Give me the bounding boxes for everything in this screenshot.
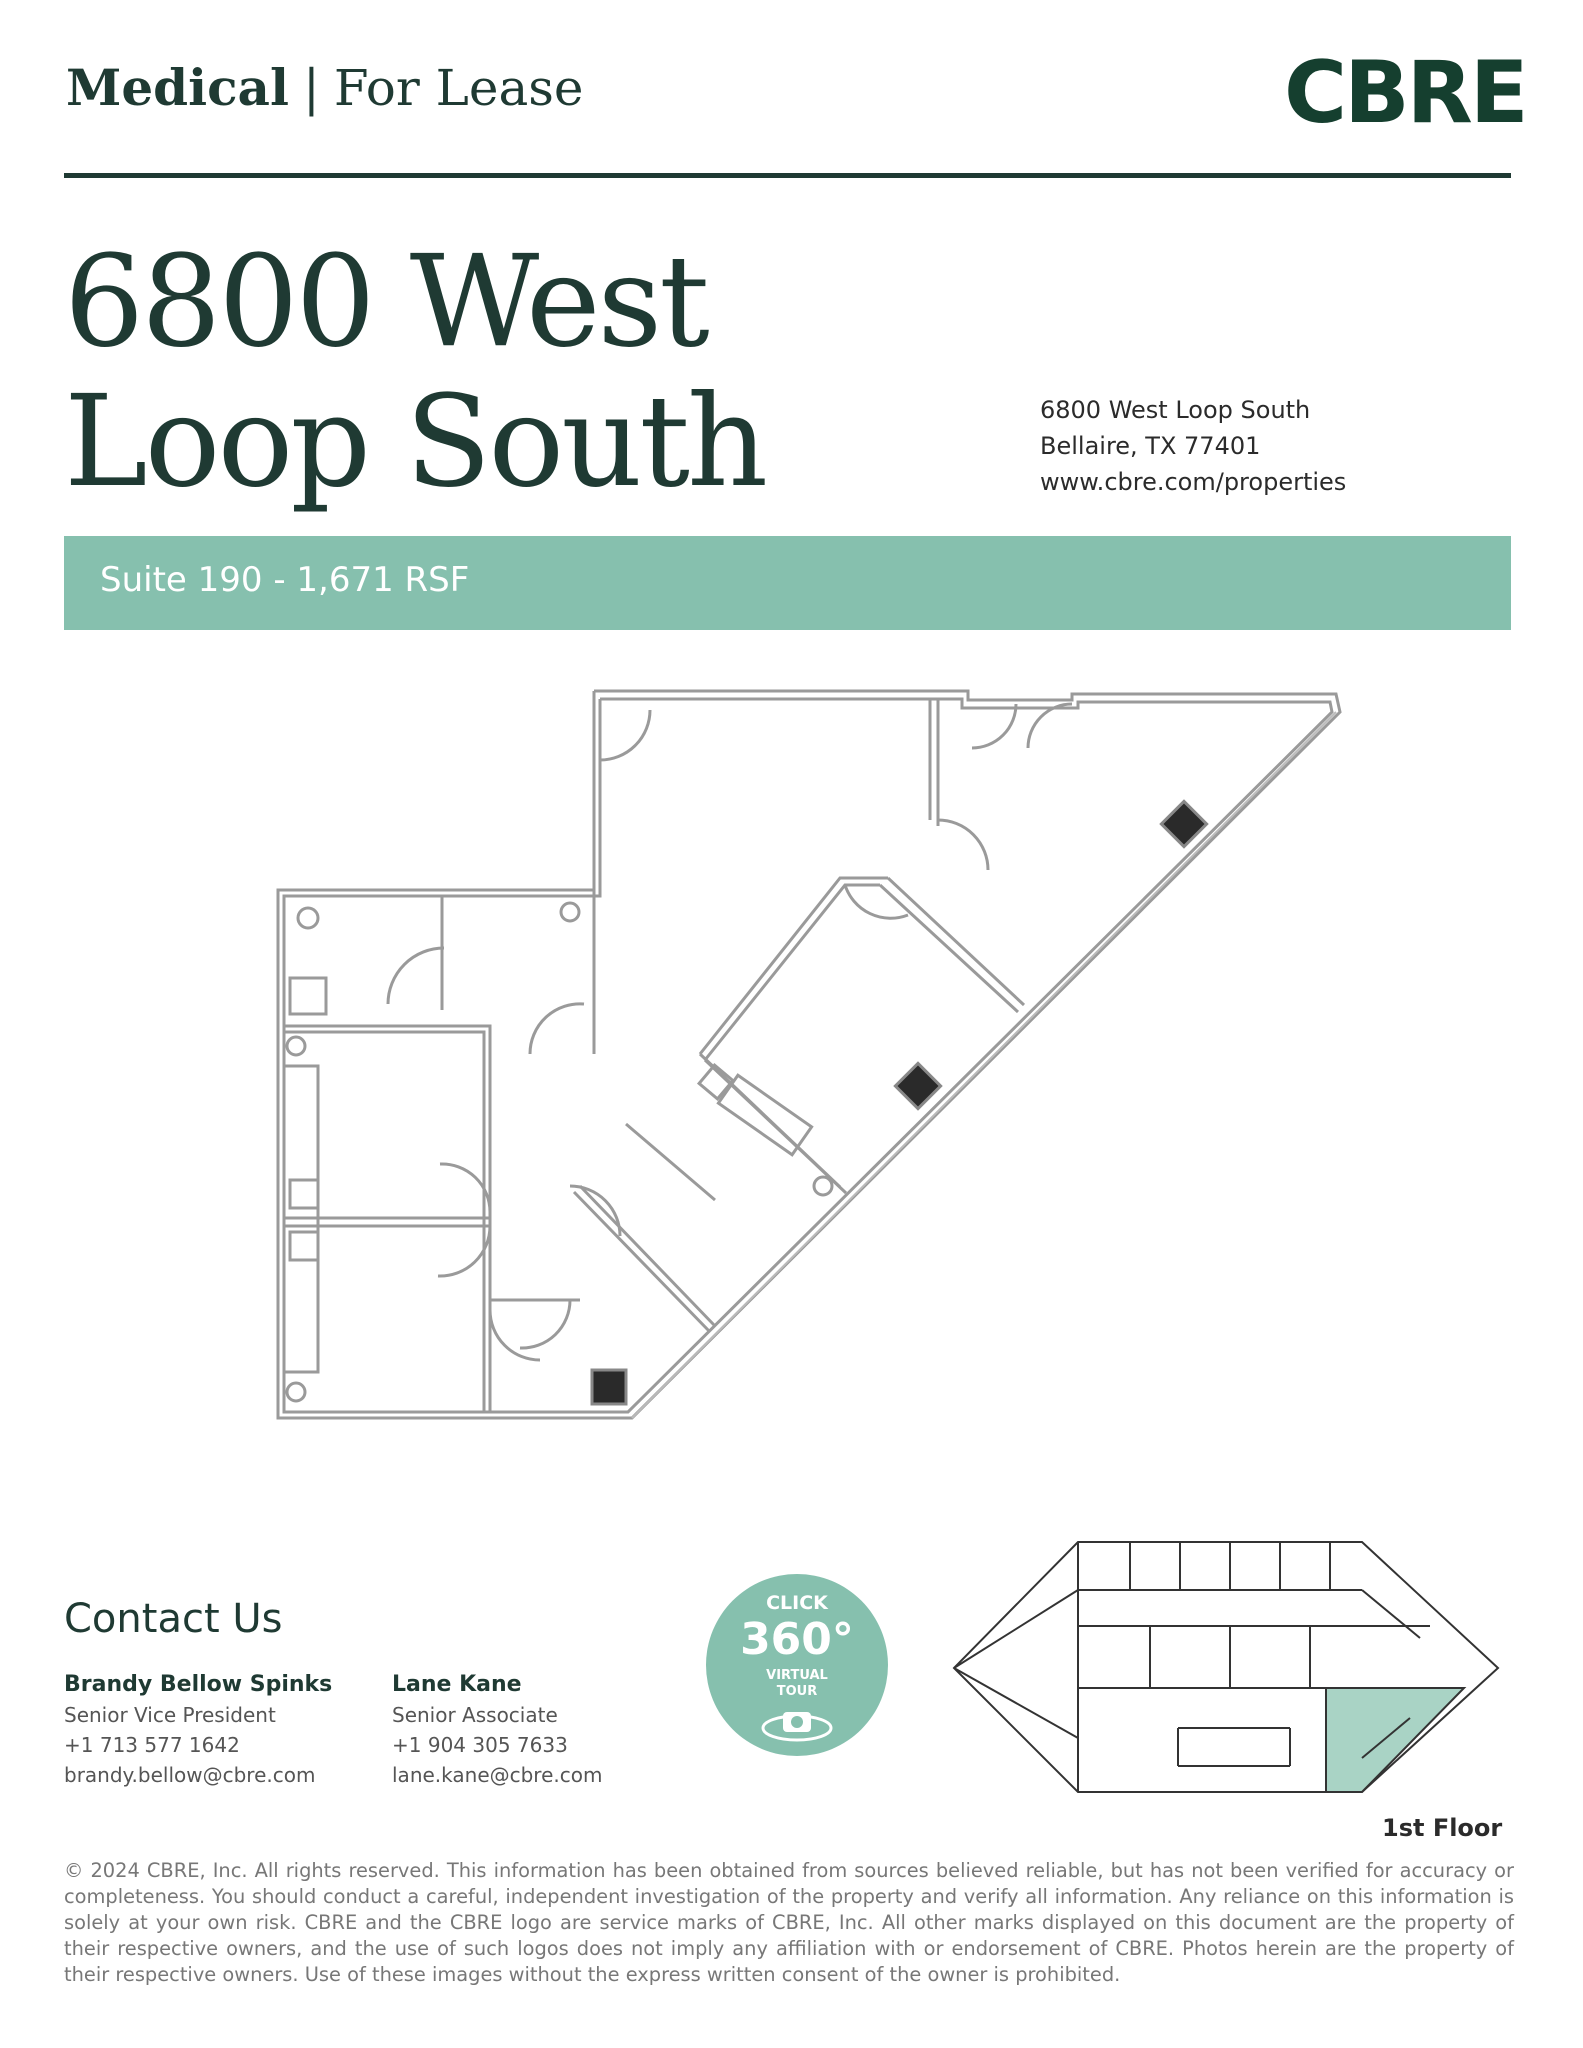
- sink-fixture: [285, 1381, 307, 1403]
- contact-phone[interactable]: +1 904 305 7633: [392, 1733, 568, 1757]
- contact-email[interactable]: brandy.bellow@cbre.com: [64, 1763, 316, 1787]
- casework: [716, 1073, 814, 1157]
- category-label: Medical: [66, 58, 289, 117]
- suite-label: Suite 190 - 1,671 RSF: [100, 560, 470, 600]
- contact-card: Lane Kane Senior Associate +1 904 305 76…: [392, 1670, 602, 1790]
- plan-wall: [572, 1190, 712, 1334]
- plan-wall: [284, 1030, 486, 1412]
- contact-heading: Contact Us: [64, 1596, 283, 1642]
- cbre-logo: CBRE: [1284, 43, 1529, 143]
- plan-wall: [886, 876, 1026, 1007]
- tour-click-label: CLICK: [766, 1592, 828, 1614]
- structural-column: [590, 1368, 628, 1406]
- website-link[interactable]: www.cbre.com/properties: [1040, 468, 1347, 496]
- door-arc: [437, 1225, 492, 1278]
- door-arc: [971, 703, 1018, 750]
- key-plan-floor-label: 1st Floor: [1382, 1814, 1503, 1842]
- plan-wall: [284, 1024, 492, 1412]
- key-plan-highlight: [1325, 1687, 1467, 1793]
- door-arc: [1026, 702, 1073, 749]
- door-arc: [519, 1299, 572, 1350]
- property-address: 6800 West Loop South Bellaire, TX 77401 …: [1040, 392, 1346, 500]
- sink-fixture: [288, 1178, 320, 1210]
- contact-title: Senior Vice President: [64, 1703, 276, 1727]
- virtual-tour-button[interactable]: CLICK 360° VIRTUAL TOUR: [706, 1574, 888, 1756]
- header-separator: |: [302, 59, 320, 117]
- plan-wall: [703, 883, 880, 1061]
- suite-banner: [64, 536, 1511, 630]
- contact-card: Brandy Bellow Spinks Senior Vice Preside…: [64, 1670, 332, 1790]
- plan-wall: [698, 876, 888, 1055]
- listing-type-label: For Lease: [333, 59, 584, 117]
- door-arc: [386, 946, 445, 1005]
- property-title: 6800 West Loop South: [64, 228, 768, 515]
- door-arc: [843, 884, 909, 920]
- property-title-line2: Loop South: [64, 368, 768, 515]
- door-arc: [488, 1309, 541, 1362]
- sink-fixture: [285, 1035, 307, 1057]
- sink-fixture: [288, 1230, 320, 1262]
- contact-name: Lane Kane: [392, 1672, 522, 1697]
- door-arc: [599, 709, 652, 762]
- sink-fixture: [696, 1062, 736, 1102]
- sink-fixture: [288, 976, 328, 1016]
- structural-column: [1159, 799, 1209, 849]
- tour-tour-text: TOUR: [776, 1684, 818, 1699]
- address-line2: Bellaire, TX 77401: [1040, 432, 1261, 460]
- listing-type-header: Medical|For Lease: [66, 58, 584, 117]
- plan-wall: [878, 883, 1020, 1014]
- tour-virtual-label: VIRTUAL TOUR: [706, 1668, 888, 1700]
- casework: [282, 1064, 320, 1374]
- plan-outer-wall-inner: [282, 697, 1334, 1414]
- contact-phone[interactable]: +1 713 577 1642: [64, 1733, 240, 1757]
- contact-email[interactable]: lane.kane@cbre.com: [392, 1763, 603, 1787]
- toilet-fixture: [296, 906, 320, 930]
- tour-360-label: 360°: [740, 1614, 854, 1665]
- contact-name: Brandy Bellow Spinks: [64, 1672, 333, 1697]
- plan-outer-wall: [276, 689, 1342, 1420]
- plan-wall: [698, 1052, 842, 1189]
- key-plan-outline: [952, 1541, 1500, 1793]
- door-arc: [937, 818, 990, 871]
- door-arc: [569, 1184, 622, 1237]
- structural-column: [893, 1061, 943, 1111]
- plan-wall: [625, 1122, 716, 1202]
- legal-disclaimer: © 2024 CBRE, Inc. All rights reserved. T…: [64, 1859, 1514, 1986]
- property-title-line1: 6800 West: [64, 228, 710, 375]
- key-floor-plan: [952, 1541, 1500, 1793]
- tour-virtual-text: VIRTUAL: [766, 1668, 828, 1683]
- sink-fixture: [812, 1175, 834, 1197]
- plan-wall: [578, 1184, 717, 1328]
- door-arc: [528, 1002, 585, 1055]
- suite-floor-plan: [276, 689, 1342, 1420]
- camera-icon: [761, 1712, 833, 1742]
- header-divider: [64, 173, 1511, 178]
- door-arc: [439, 1162, 492, 1213]
- toilet-fixture: [559, 901, 581, 923]
- address-line1: 6800 West Loop South: [1040, 396, 1311, 424]
- contact-title: Senior Associate: [392, 1703, 558, 1727]
